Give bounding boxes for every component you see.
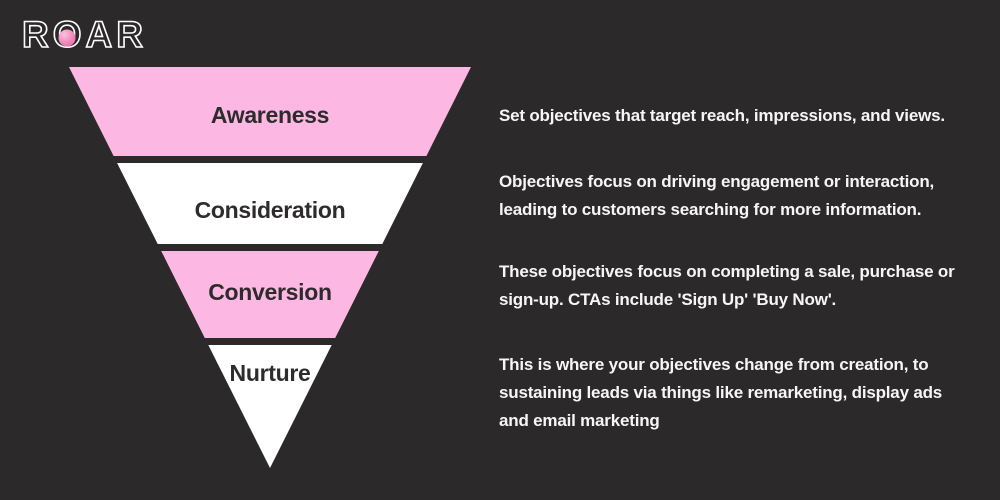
funnel-label-conversion: Conversion [208, 279, 332, 305]
description-conversion: These objectives focus on completing a s… [499, 258, 969, 314]
description-text-line: and email marketing [499, 411, 660, 430]
description-column: Set objectives that target reach, impres… [499, 0, 969, 500]
funnel-label-awareness: Awareness [211, 102, 329, 128]
logo-letter-o: O [51, 13, 84, 56]
funnel-label-nurture: Nurture [230, 360, 311, 386]
logo-pink-dot-icon [58, 29, 76, 47]
roar-logo: R O A R [20, 13, 145, 56]
funnel-level-awareness [69, 67, 471, 156]
description-text-line: sustaining leads via things like remarke… [499, 383, 943, 402]
funnel-level-conversion [161, 251, 379, 338]
description-nurture: This is where your objectives change fro… [499, 351, 969, 435]
description-text-line: These objectives focus on completing a s… [499, 262, 955, 281]
description-awareness: Set objectives that target reach, impres… [499, 102, 969, 130]
description-text-line: Set objectives that target reach, impres… [499, 106, 945, 125]
logo-letter-a: A [85, 13, 113, 56]
funnel-level-nurture [208, 345, 332, 468]
description-text-line: leading to customers searching for more … [499, 200, 922, 219]
description-text-line: Objectives focus on driving engagement o… [499, 172, 935, 191]
logo-letter-r2: R [115, 13, 143, 56]
description-text-line: This is where your objectives change fro… [499, 355, 929, 374]
logo-letter-r1: R [21, 13, 49, 56]
description-consideration: Objectives focus on driving engagement o… [499, 168, 969, 224]
funnel-diagram: Awareness Consideration Conversion Nurtu… [69, 67, 471, 468]
funnel-label-consideration: Consideration [195, 197, 346, 223]
description-text-line: sign-up. CTAs include 'Sign Up' 'Buy Now… [499, 290, 837, 309]
funnel-level-consideration [117, 163, 423, 244]
